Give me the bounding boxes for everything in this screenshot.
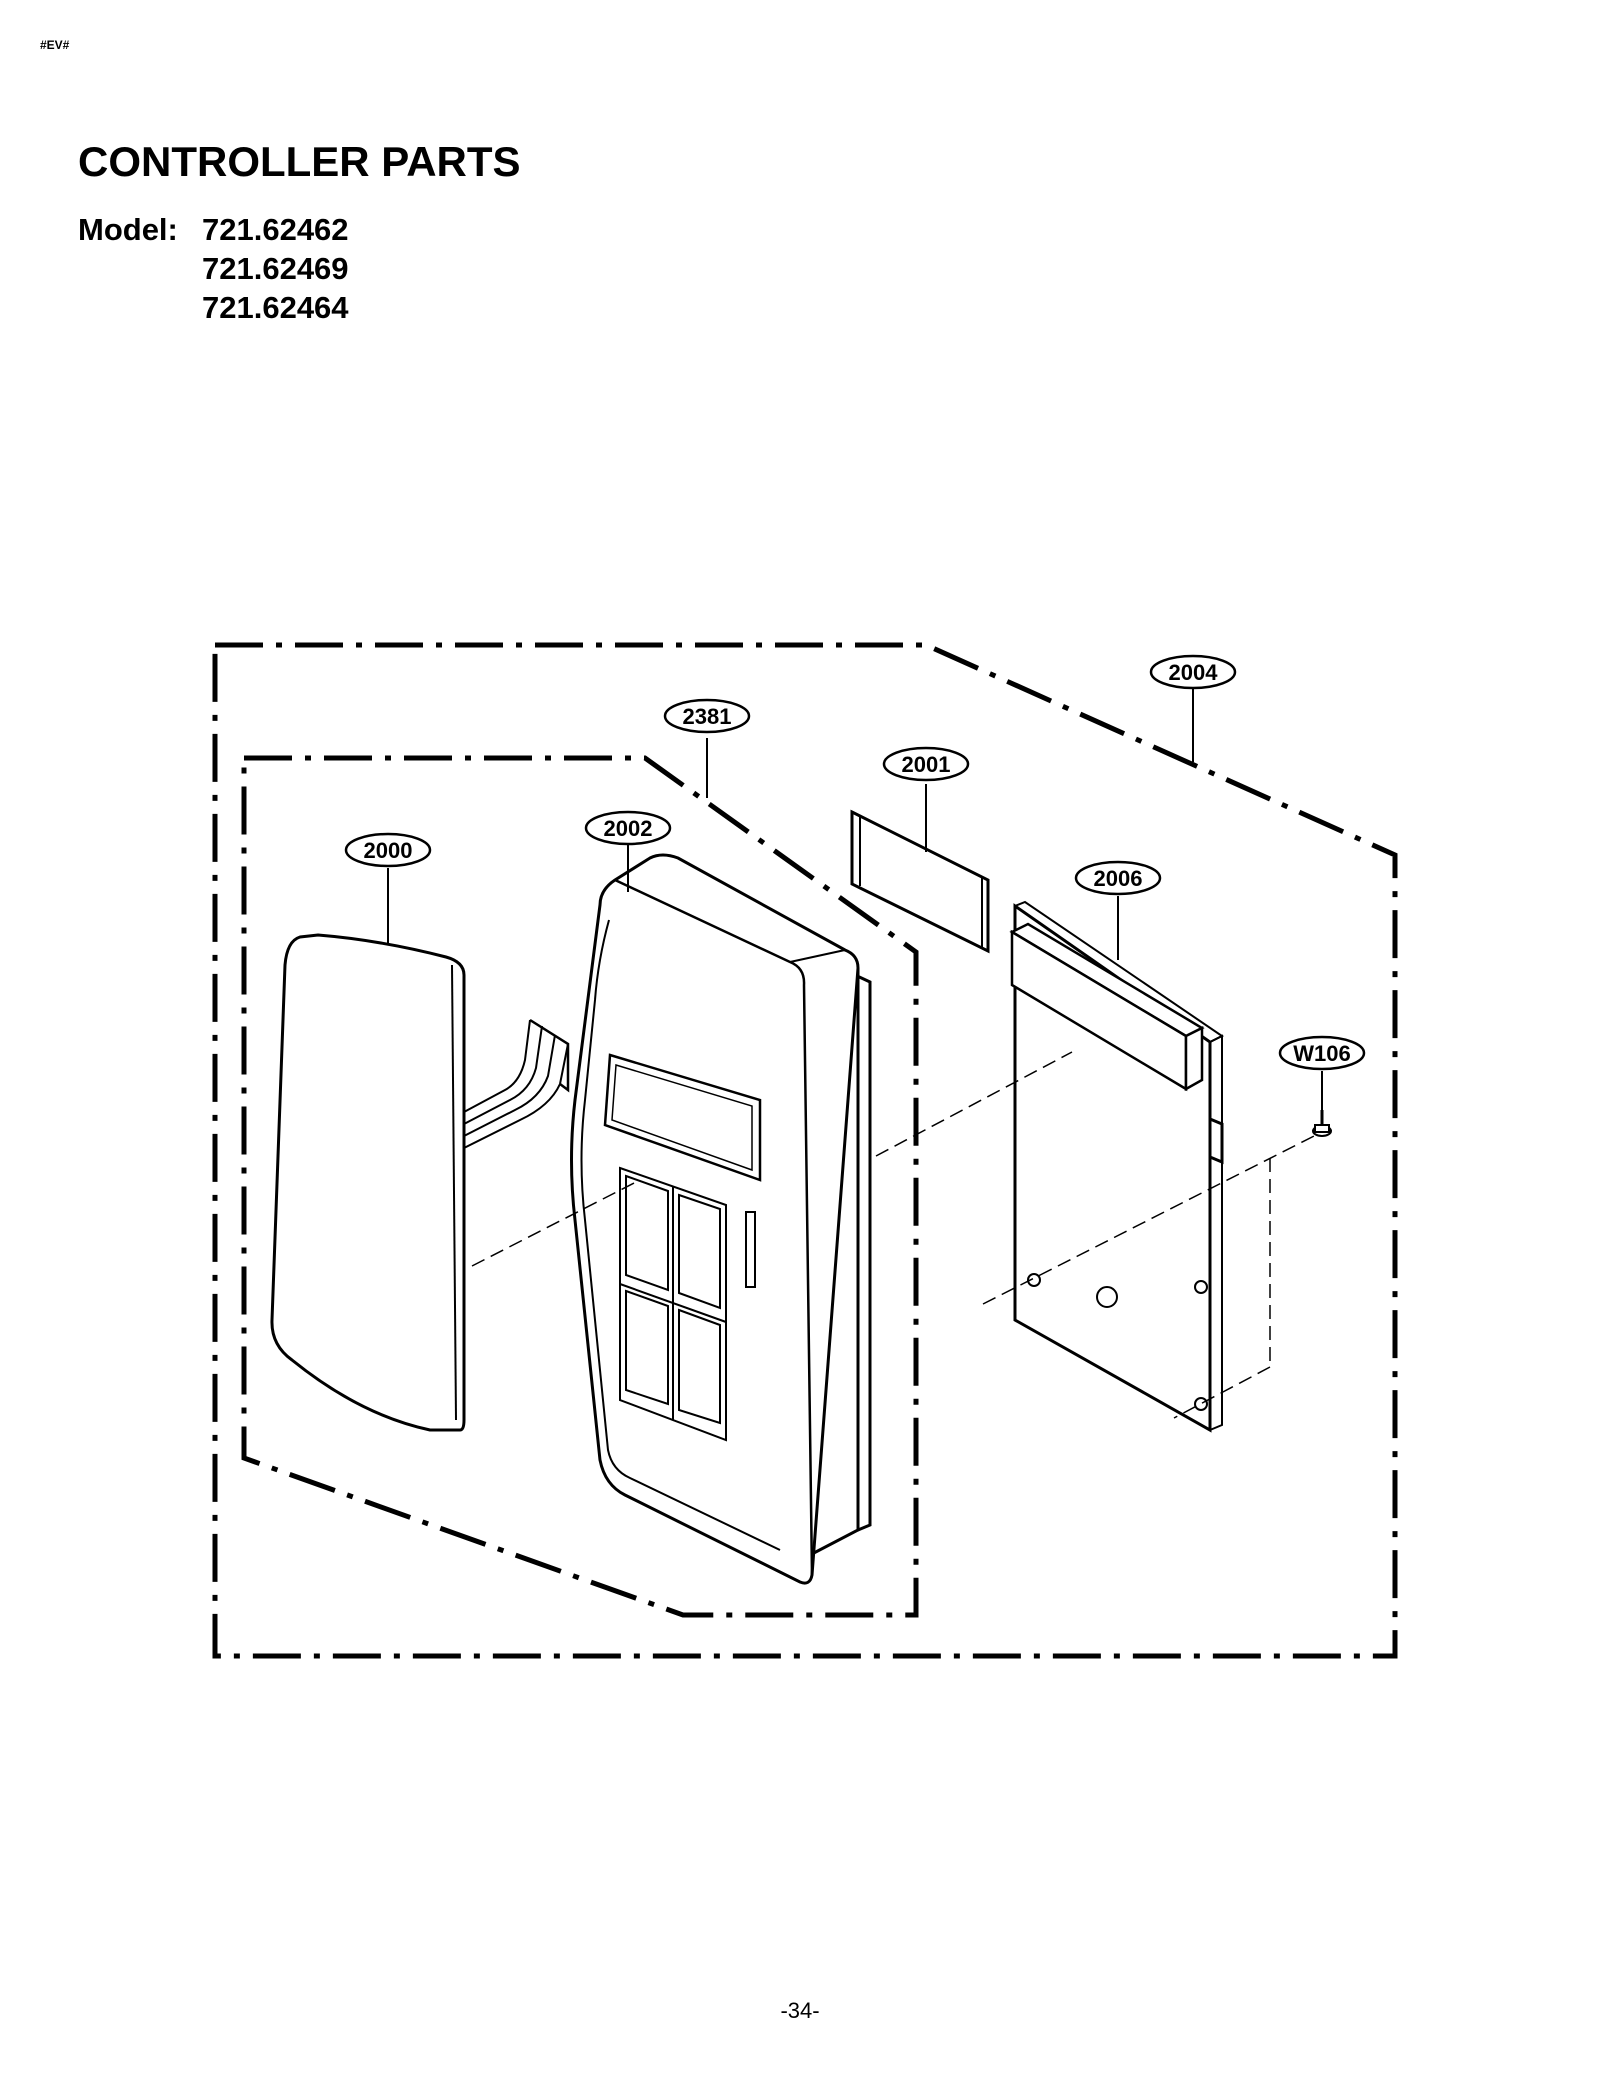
pcb-assembly-2006 <box>1009 900 1224 1433</box>
model-row: Model: 721.62462 <box>78 210 349 249</box>
alignment-lines <box>471 1051 1321 1419</box>
callout-2381: 2381 <box>663 698 751 734</box>
control-housing-2002 <box>570 853 872 1585</box>
page-title: CONTROLLER PARTS <box>78 138 521 185</box>
page-number: -34- <box>780 1998 820 2023</box>
callout-2004: 2004 <box>1149 654 1237 690</box>
model-number: 721.62464 <box>202 290 349 325</box>
model-row: 721.62469 <box>78 249 349 288</box>
callout-2000: 2000 <box>344 832 432 868</box>
callout-label: 2381 <box>683 704 732 729</box>
callout-label: 2006 <box>1094 866 1143 891</box>
callout-label: 2001 <box>902 752 951 777</box>
display-filter-2001 <box>850 809 990 954</box>
touch-panel-2000 <box>270 933 466 1432</box>
callout-2002: 2002 <box>584 810 672 846</box>
callout-w106: W106 <box>1278 1035 1366 1071</box>
callout-2001: 2001 <box>882 746 970 782</box>
model-number: 721.62469 <box>202 251 349 286</box>
model-number: 721.62462 <box>202 212 349 247</box>
model-list: Model: 721.62462 721.62469 721.62464 <box>78 210 349 327</box>
callout-label: W106 <box>1293 1041 1350 1066</box>
corner-tag: #EV# <box>40 38 70 52</box>
screw-w106 <box>1312 1110 1332 1137</box>
assembly-boundary-2381 <box>241 755 919 1618</box>
ribbon-cable <box>463 1018 570 1149</box>
model-label: Model: <box>78 212 178 247</box>
callout-label: 2004 <box>1169 660 1219 685</box>
callout-2006: 2006 <box>1074 860 1162 896</box>
assembly-boundary-2004 <box>212 642 1398 1659</box>
callout-label: 2002 <box>604 816 653 841</box>
model-row: 721.62464 <box>78 288 349 327</box>
leader-lines <box>387 688 1323 1110</box>
callout-label: 2000 <box>364 838 413 863</box>
